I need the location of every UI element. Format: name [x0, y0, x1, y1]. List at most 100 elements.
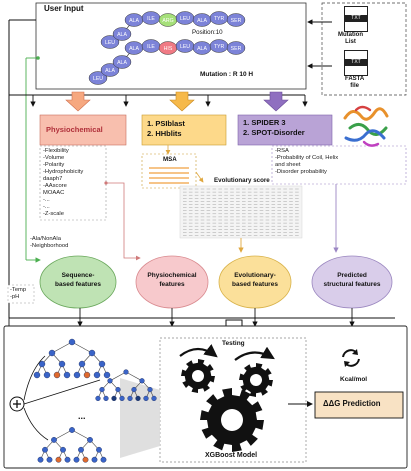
tree-node — [96, 446, 102, 453]
mutation-list-file-icon[interactable]: TXT — [344, 6, 368, 32]
tree-node — [48, 349, 56, 357]
evolutionary-score-matrix — [179, 185, 303, 239]
residue-label: TYR — [214, 44, 225, 50]
tree-node — [139, 378, 145, 384]
tree-node — [93, 371, 101, 379]
residue-label: LEU — [93, 76, 103, 82]
spider-list: -RSA-Probability of Coil, Helix and shee… — [275, 148, 339, 175]
physio-features-label: Physiochemical features — [147, 272, 197, 288]
residue-bead — [226, 41, 246, 55]
sequence-features-circle — [39, 255, 117, 309]
residue-label: ALA — [117, 32, 127, 38]
tree-node — [51, 436, 57, 443]
tree-node — [33, 371, 41, 379]
ensemble-link — [23, 355, 46, 401]
tree-node — [82, 456, 89, 463]
tree-node — [91, 456, 98, 463]
residue-label: ALA — [105, 68, 115, 74]
tree-node — [73, 456, 80, 463]
residue-label: SER — [231, 18, 242, 24]
tree-node — [37, 456, 44, 463]
tree-node — [78, 446, 84, 453]
structural-features-label: Predicted structural features — [323, 272, 381, 288]
msa-label: MSA — [163, 156, 177, 163]
tree-node — [88, 349, 96, 357]
more-trees-ellipsis: ... — [78, 411, 86, 421]
residue-label: SER — [231, 46, 242, 52]
physio-list: -Flexibility-Volume-Polarity -Hydrophobi… — [43, 148, 84, 217]
ensemble-link — [23, 407, 49, 441]
sequence-features-label: Sequence- based features — [55, 272, 101, 288]
spider-header-box — [237, 114, 333, 146]
fasta-file-icon[interactable]: TXT — [344, 50, 368, 76]
spider-line-1: 1. SPIDER 3 — [243, 118, 286, 127]
mutation-label: Mutation : R 10 H — [200, 71, 254, 78]
refresh-icon — [342, 349, 360, 367]
tree-node — [147, 387, 153, 393]
blast-line-2: 2. HHblits — [147, 129, 182, 138]
tree-node — [95, 395, 101, 402]
tree-node — [42, 446, 48, 453]
residue-bead — [100, 35, 120, 49]
tree-node — [99, 387, 105, 393]
blast-line-1: 1. PSIblast — [147, 119, 185, 128]
prediction-box — [314, 391, 404, 419]
xgboost-model-label: XGBoost Model — [205, 452, 258, 459]
physio-title: Physiochemical — [46, 125, 103, 134]
residue-label: ALA — [129, 46, 139, 52]
unit-label: Kcal/mol — [340, 376, 368, 383]
physio-fat-arrow — [65, 91, 91, 112]
residue-label: ALA — [117, 60, 127, 66]
tree-node — [123, 369, 129, 375]
tree-node — [87, 436, 93, 443]
tree-node — [135, 395, 141, 402]
residue-bead — [88, 71, 108, 85]
residue-label: ARG — [162, 18, 173, 24]
tree-node — [46, 456, 53, 463]
temp-notes: -Temp-pH — [10, 287, 27, 300]
tree-node — [143, 395, 149, 402]
residue-bead — [112, 55, 132, 69]
tree-node — [53, 371, 61, 379]
mutation-list-label: Mutation List — [338, 32, 363, 45]
tree-node — [103, 371, 111, 379]
tree-node — [43, 371, 51, 379]
tree-node — [111, 395, 117, 402]
testing-label: Testing — [222, 340, 245, 347]
residue-label: ILE — [147, 16, 155, 22]
tree-node — [100, 456, 107, 463]
ddg-prediction-label: ΔΔG Prediction — [323, 399, 381, 408]
residue-label: ALA — [197, 46, 207, 52]
ensemble-link — [23, 379, 101, 405]
tree-node — [107, 378, 113, 384]
tree-node — [63, 371, 71, 379]
residue-bead — [226, 13, 246, 27]
position-label: Position:10 — [192, 29, 223, 36]
residue-bead — [112, 27, 132, 41]
protein-structure-icon — [343, 105, 389, 147]
tree-node — [127, 395, 133, 402]
residue-label: ILE — [147, 44, 155, 50]
residue-label: LEU — [105, 40, 115, 46]
tree-node — [58, 360, 66, 368]
residue-label: LEU — [180, 44, 190, 50]
tree-node — [119, 395, 125, 402]
tree-node — [73, 371, 81, 379]
tree-node — [55, 456, 62, 463]
tree-node — [83, 371, 91, 379]
tree-node — [78, 360, 86, 368]
ala-notes: -Ala/NonAla-Neighborhood — [30, 236, 69, 249]
tree-node — [151, 395, 157, 402]
tree-node — [131, 387, 137, 393]
evolutionary-features-label: Evolutionary- based features — [232, 272, 278, 288]
tree-node — [69, 427, 75, 433]
residue-bead — [100, 63, 120, 77]
residue-label: ALA — [129, 18, 139, 24]
fasta-file-label: FASTA file — [345, 76, 365, 89]
tree-node — [115, 387, 121, 393]
msa-box — [141, 153, 197, 189]
residue-label: ALA — [197, 18, 207, 24]
residue-label: TYR — [214, 16, 225, 22]
